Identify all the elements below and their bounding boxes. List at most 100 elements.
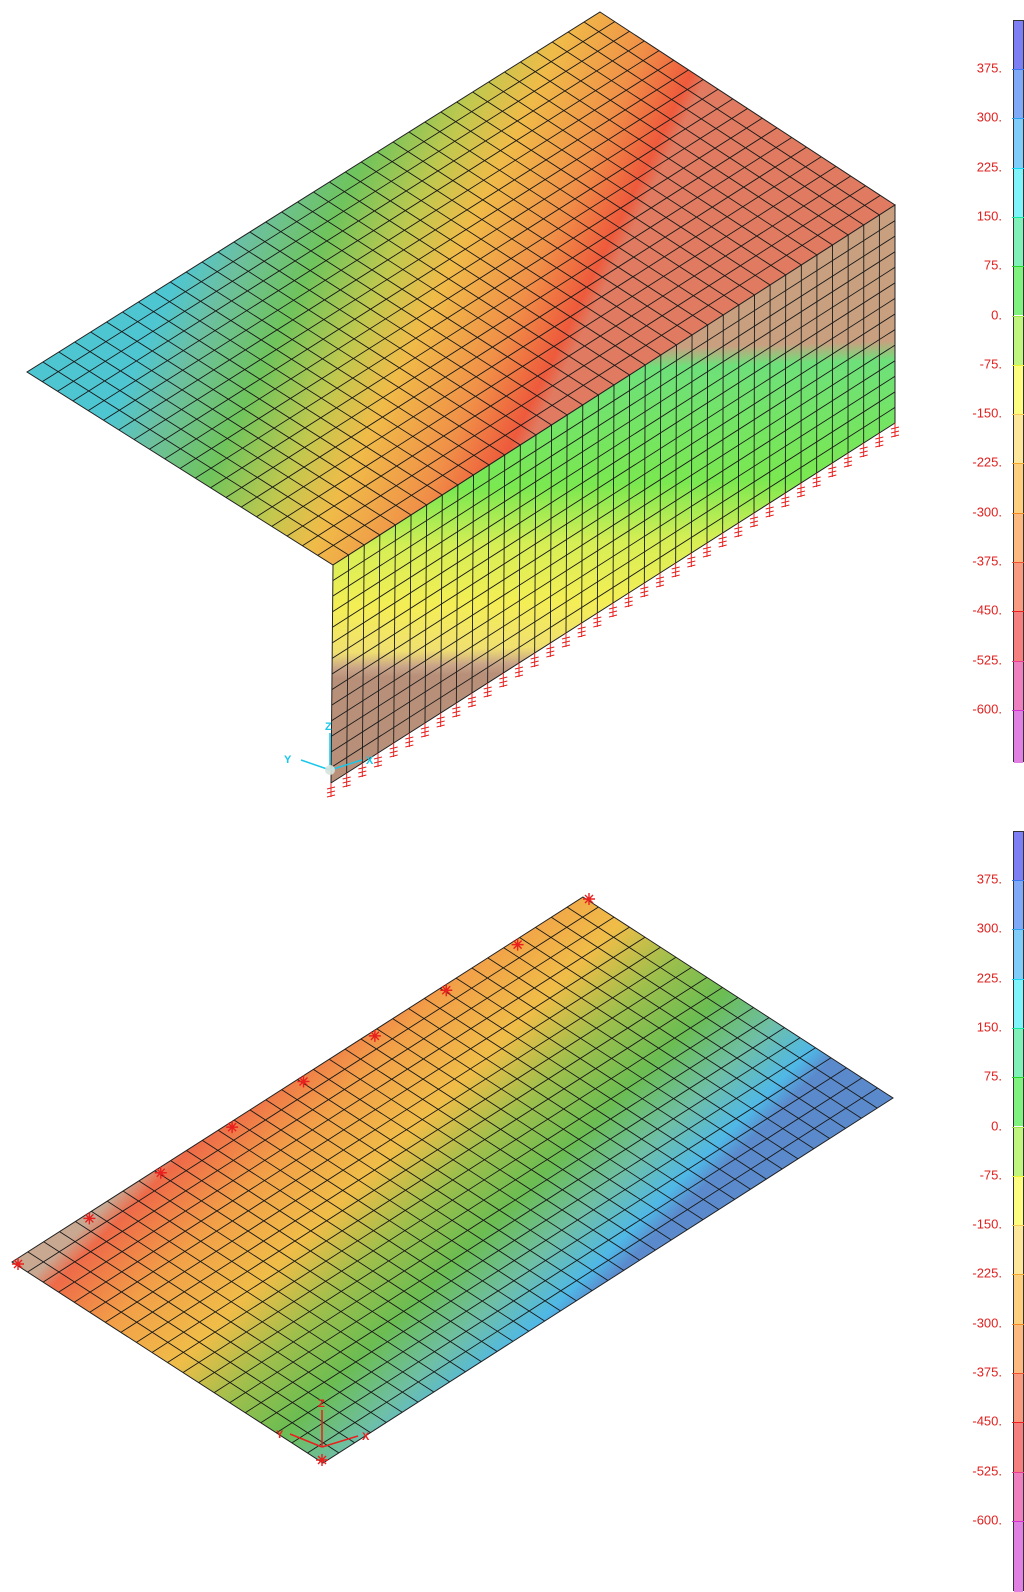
legend-tick	[1012, 661, 1024, 662]
legend-label: 0.	[991, 1118, 1002, 1133]
legend-tick	[1012, 118, 1024, 119]
legend-label: 150.	[977, 1019, 1002, 1034]
legend-band	[1014, 1521, 1023, 1592]
legend-band	[1014, 1472, 1023, 1521]
legend-tick	[1012, 1127, 1024, 1128]
legend-tick	[1012, 1422, 1024, 1423]
bottom-model-view: Y Z X	[12, 893, 893, 1466]
legend-label: 0.	[991, 307, 1002, 322]
legend-label: -225.	[972, 1266, 1002, 1281]
legend-band	[1014, 1028, 1023, 1077]
legend-band	[1014, 832, 1023, 880]
legend-band	[1014, 1324, 1023, 1373]
legend-label: 75.	[984, 1069, 1002, 1084]
legend-band	[1014, 21, 1023, 69]
legend-band	[1014, 168, 1023, 217]
axis-x-label: X	[362, 1431, 370, 1443]
legend-label: -75.	[980, 1167, 1002, 1182]
legend-label: -525.	[972, 1463, 1002, 1478]
axis-z-label: Z	[318, 1398, 325, 1410]
legend-tick	[1012, 217, 1024, 218]
legend-tick	[1012, 1472, 1024, 1473]
legend-band	[1014, 1077, 1023, 1126]
legend-color-bar	[1013, 20, 1024, 762]
legend-tick	[1012, 1521, 1024, 1522]
legend-tick	[1012, 929, 1024, 930]
legend-tick	[1012, 1028, 1024, 1029]
legend-tick	[1012, 316, 1024, 317]
legend-label: -150.	[972, 1217, 1002, 1232]
axis-z-label: Z	[325, 721, 332, 733]
legend-tick	[1012, 880, 1024, 881]
legend-label: -150.	[972, 406, 1002, 421]
legend-tick	[1012, 1077, 1024, 1078]
legend-label: -375.	[972, 1365, 1002, 1380]
legend-label: 375.	[977, 872, 1002, 887]
axis-y-label: Y	[284, 754, 292, 766]
legend-band	[1014, 463, 1023, 512]
contour-legend-bottom: 375. 300. 225. 150. 75. 0. -75. -150. -225. -300.…	[944, 831, 1024, 1591]
axis-x-label: X	[366, 755, 374, 767]
legend-label: 225.	[977, 159, 1002, 174]
axis-y-label: Y	[276, 1429, 284, 1441]
legend-band	[1014, 217, 1023, 266]
legend-tick	[1012, 979, 1024, 980]
legend-tick	[1012, 365, 1024, 366]
legend-band	[1014, 1225, 1023, 1274]
legend-tick	[1012, 611, 1024, 612]
legend-label: -450.	[972, 1414, 1002, 1429]
legend-tick	[1012, 710, 1024, 711]
legend-label: -225.	[972, 455, 1002, 470]
legend-band	[1014, 979, 1023, 1028]
legend-label: -375.	[972, 554, 1002, 569]
legend-band	[1014, 1373, 1023, 1422]
legend-tick	[1012, 562, 1024, 563]
legend-band	[1014, 661, 1023, 710]
legend-label: -300.	[972, 504, 1002, 519]
top-model-view: Y Z X	[27, 12, 899, 797]
legend-band	[1014, 1422, 1023, 1471]
legend-tick	[1012, 1324, 1024, 1325]
legend-label: -300.	[972, 1315, 1002, 1330]
legend-tick	[1012, 69, 1024, 70]
legend-label: 150.	[977, 208, 1002, 223]
legend-color-bar	[1013, 831, 1024, 1591]
legend-band	[1014, 1176, 1023, 1225]
legend-tick	[1012, 168, 1024, 169]
contour-legend-top: 375. 300. 225. 150. 75. 0. -75. -150. -225. -300.…	[944, 20, 1024, 762]
legend-label: -525.	[972, 652, 1002, 667]
legend-label: 375.	[977, 61, 1002, 76]
legend-band	[1014, 1127, 1023, 1176]
legend-tick	[1012, 1225, 1024, 1226]
legend-band	[1014, 929, 1023, 978]
legend-band	[1014, 562, 1023, 611]
legend-label: -450.	[972, 603, 1002, 618]
legend-band	[1014, 414, 1023, 463]
legend-tick	[1012, 414, 1024, 415]
legend-band	[1014, 513, 1023, 562]
legend-tick	[1012, 463, 1024, 464]
legend-band	[1014, 69, 1023, 118]
legend-band	[1014, 365, 1023, 414]
legend-tick	[1012, 1373, 1024, 1374]
legend-band	[1014, 1274, 1023, 1323]
legend-tick	[1012, 1176, 1024, 1177]
legend-band	[1014, 880, 1023, 929]
legend-label: 225.	[977, 970, 1002, 985]
legend-band	[1014, 710, 1023, 763]
legend-tick	[1012, 513, 1024, 514]
legend-tick	[1012, 1274, 1024, 1275]
legend-band	[1014, 316, 1023, 365]
legend-label: 300.	[977, 921, 1002, 936]
legend-label: -600.	[972, 1512, 1002, 1527]
legend-label: 75.	[984, 258, 1002, 273]
legend-tick	[1012, 266, 1024, 267]
legend-label: 300.	[977, 110, 1002, 125]
legend-band	[1014, 611, 1023, 660]
legend-label: -600.	[972, 701, 1002, 716]
fixed-support-icon	[327, 783, 335, 797]
legend-band	[1014, 118, 1023, 167]
legend-label: -75.	[980, 356, 1002, 371]
legend-band	[1014, 266, 1023, 315]
